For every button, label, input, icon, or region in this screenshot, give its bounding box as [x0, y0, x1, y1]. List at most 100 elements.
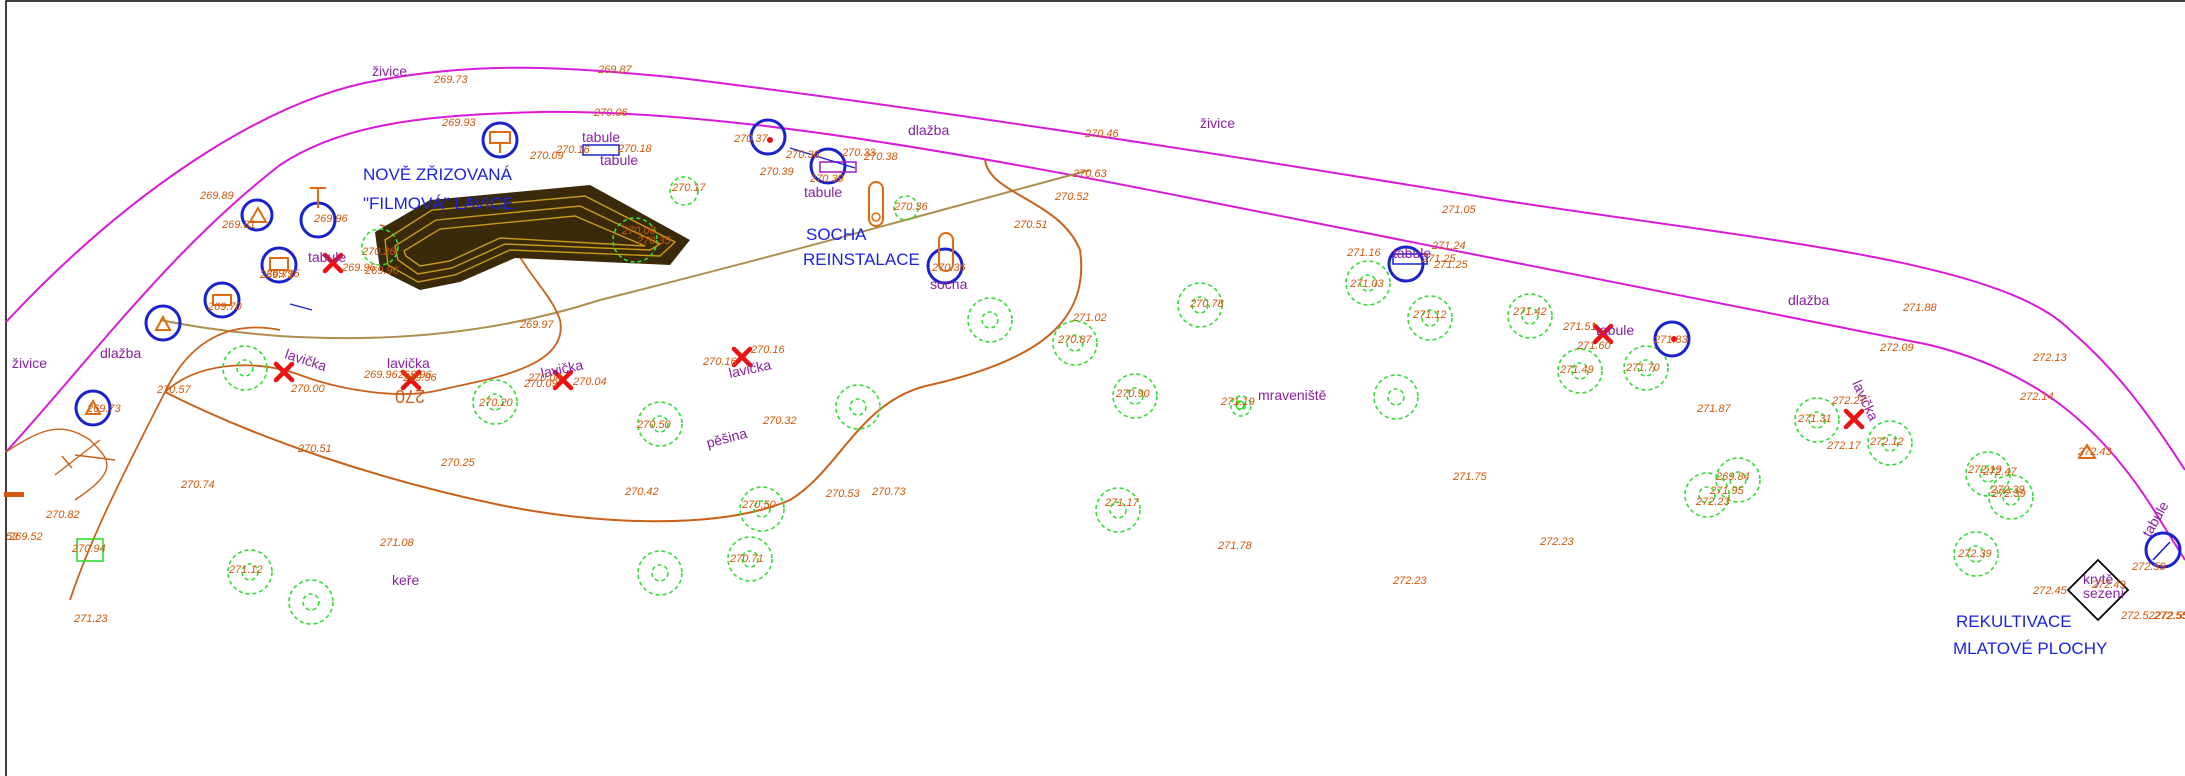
triangle-icon — [2077, 443, 2097, 459]
elevation-label: 272.55 — [2153, 610, 2185, 622]
elevation-label: 270.09 — [529, 150, 564, 162]
elevation-label: 271.03 — [1349, 278, 1385, 290]
elevation-label: 269.71 — [259, 269, 294, 281]
elevation-label: 271.23 — [73, 613, 109, 625]
elevation-label: 270.94 — [71, 543, 106, 555]
elevation-label: 270.35 — [636, 235, 672, 247]
bench-label: lavička — [283, 346, 329, 375]
elevation-label: 272.23 — [1392, 575, 1428, 587]
elevation-label: 270.18 — [617, 143, 653, 155]
elevation-label: 270.50 — [636, 419, 672, 431]
t-post-icon — [310, 187, 326, 208]
tree — [1112, 373, 1158, 419]
elevation-label: 270.36 — [893, 201, 929, 213]
sign-icon — [489, 131, 511, 144]
elevation-label: 270.36 — [785, 149, 821, 161]
elevation-label: 270.37 — [733, 133, 769, 145]
elevation-label: 270.09 — [523, 378, 558, 390]
trail-line — [159, 169, 1091, 340]
elevation-label: 271.83 — [1653, 334, 1689, 346]
elevation-label: 271.12 — [1412, 309, 1447, 321]
remove-x-mark — [322, 252, 344, 274]
elevation-label: 270.50 — [741, 499, 777, 511]
sign-panel-icon — [582, 144, 620, 156]
statue-capsule — [868, 181, 884, 227]
paving-label: dlažba — [100, 345, 141, 361]
tree — [1507, 293, 1553, 339]
remove-x-mark — [273, 361, 295, 383]
elevation-label: 269.96 — [397, 369, 433, 381]
elevation-label: 271.51 — [1562, 321, 1597, 333]
elevation-label: 272.23 — [1539, 536, 1575, 548]
sign-label: tabule — [582, 129, 620, 145]
elevation-label: 270.39 — [759, 166, 794, 178]
elevation-label: 270.06 — [593, 107, 629, 119]
elevation-label: 269.97 — [519, 319, 555, 331]
elevation-label: 272.52 — [2120, 610, 2155, 622]
elevation-label: 269.96 — [313, 213, 349, 225]
marker-ring — [74, 389, 112, 427]
elevation-label: 269.73 — [86, 403, 122, 415]
elevation-label: 271.12 — [228, 564, 263, 576]
elevation-label: 270.25 — [440, 457, 476, 469]
sign-icon — [269, 257, 289, 271]
path-edge-3 — [61, 455, 73, 469]
elevation-label: 270.57 — [156, 384, 192, 396]
tree — [1557, 348, 1603, 394]
elevation-label: 272.17 — [1826, 440, 1862, 452]
footpath-loop — [164, 159, 1083, 523]
tree — [1407, 295, 1453, 341]
path-left-c — [5, 428, 108, 501]
sign-label: tabule — [600, 152, 638, 168]
hedge-label: živice — [372, 63, 407, 79]
elevation-label: 270.51 — [1013, 219, 1048, 231]
remove-x-mark — [1592, 323, 1614, 345]
sign-label: tabule — [1596, 322, 1634, 338]
elevation-label: 270.16 — [555, 144, 591, 156]
tree — [1177, 282, 1223, 328]
triangle-icon — [154, 314, 172, 331]
tree — [1052, 320, 1098, 366]
elevation-label: 272.59 — [2131, 561, 2166, 573]
left-edge-marker — [4, 492, 24, 497]
elevation-label: 269.73 — [433, 74, 469, 86]
elevation-label: 270.16 — [702, 356, 738, 368]
elevation-label: 271.31 — [1797, 413, 1832, 425]
bench-connector — [789, 147, 856, 169]
elevation-label: 270.53 — [825, 488, 861, 500]
elevation-label: 271.95 — [1709, 485, 1745, 497]
elevation-label: 269.96 — [363, 369, 399, 381]
elevation-label: 270.36 — [931, 262, 967, 274]
tree — [1953, 531, 1999, 577]
elevation-label: 271.88 — [1902, 302, 1938, 314]
elevation-label: 271.17 — [1104, 497, 1140, 509]
elevation-label: 270.33 — [841, 147, 877, 159]
tree — [361, 228, 399, 266]
elevation-label: 269.52 — [8, 531, 43, 543]
elevation-label: 269.96 — [341, 262, 377, 274]
contour-label: 270 — [395, 386, 425, 406]
elevation-label: 271.25 — [1421, 253, 1457, 265]
tree — [1230, 395, 1252, 417]
elevation-label: 271.05 — [1441, 204, 1477, 216]
tree — [727, 536, 773, 582]
elevation-label: 269.96 — [402, 372, 438, 384]
hedge-outer-line — [5, 66, 2185, 471]
tree — [1794, 397, 1840, 443]
elevation-label: 271.25 — [1433, 259, 1469, 271]
tree — [893, 195, 919, 221]
tree — [1988, 474, 2034, 520]
elevation-label: 269.93 — [441, 117, 477, 129]
marker-ring — [203, 281, 241, 319]
marker-ring — [260, 246, 298, 284]
marker-ring — [749, 118, 787, 156]
elevation-label: 271.75 — [1452, 471, 1488, 483]
marker-ring — [481, 121, 519, 159]
elevation-label: 271.87 — [1696, 403, 1732, 415]
marker-ring — [240, 198, 274, 232]
sign-panel-icon — [1392, 253, 1428, 265]
reclaim-note: MLATOVÉ PLOCHY — [1953, 639, 2107, 658]
path-left-b — [69, 326, 281, 601]
tree — [967, 297, 1013, 343]
elevation-label: 272.39 — [1957, 548, 1992, 560]
